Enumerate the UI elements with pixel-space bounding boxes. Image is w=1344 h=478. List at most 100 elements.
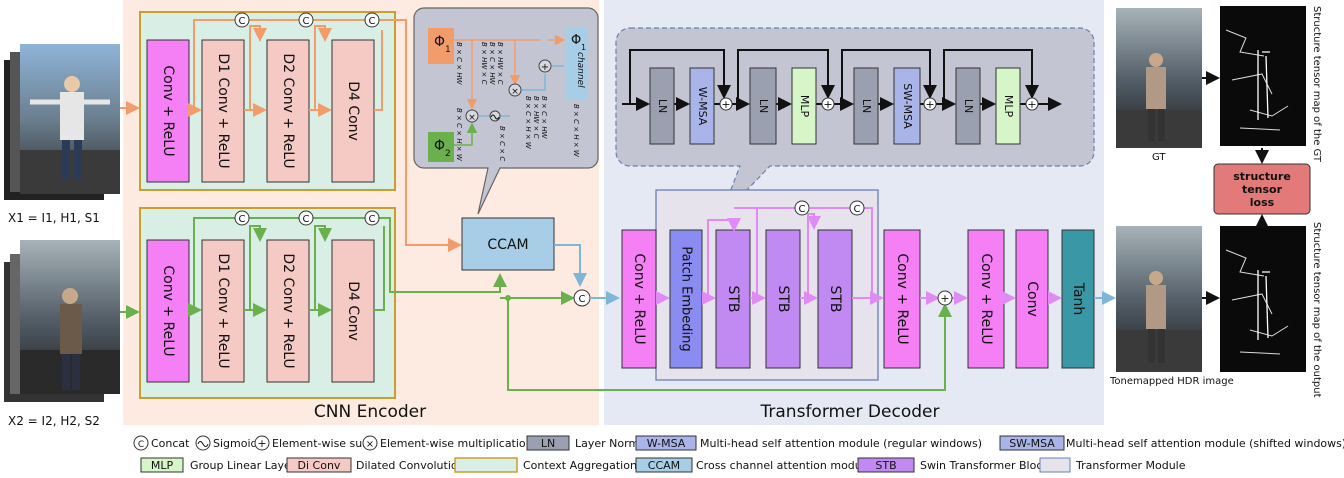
stb-ln-3: LN [860, 99, 873, 113]
legend-ln-swatch [526, 435, 570, 451]
phi1-sub: 1 [445, 45, 451, 55]
legend-ln-box: LN [541, 437, 555, 450]
encoder-top-d2-label: D2 Conv + ReLU [280, 53, 296, 168]
stb-mlp-1: MLP [798, 95, 811, 118]
ccam-detail-bubble [413, 7, 599, 215]
concat-symbol: C [303, 16, 310, 27]
ccam-block [461, 217, 555, 271]
legend-ccam-swatch [635, 457, 693, 473]
concat-symbol: C [369, 16, 376, 27]
decoder-blocks: Conv + ReLU Patch Embeding STB STB STB C… [621, 229, 1095, 369]
legend-swmsa-box: SW-MSA [1009, 437, 1055, 450]
phi-channel-label: Φ [571, 33, 581, 48]
legend-concat: Concat [151, 437, 190, 450]
patch-embedding: Patch Embeding [679, 246, 694, 351]
decoder-title: Transformer Decoder [760, 402, 940, 422]
stb-ln-2: LN [757, 99, 770, 113]
phi1-label: Φ [434, 34, 445, 50]
encoder-top-concats: C C C [234, 12, 380, 28]
legend-sum: Element-wise sum [272, 437, 373, 450]
ccam-out-arrow [554, 244, 587, 287]
phi2-sub: 2 [445, 149, 451, 159]
legend-stb-box: STB [875, 459, 896, 472]
mult-symbol: × [468, 113, 476, 123]
stb-swmsa: SW-MSA [901, 83, 914, 129]
tonemapped-label: Tonemapped HDR image [1109, 376, 1234, 387]
decoder-conv: Conv [1024, 281, 1040, 317]
phi-channel-sup: channel [575, 52, 585, 88]
decoder-concat-1 [794, 200, 810, 216]
ccam-dim: B × C × H × W [455, 108, 463, 162]
decoder-concat-2 [849, 200, 865, 216]
ccam-dim: B × HW × C [532, 96, 540, 139]
encoder-top-d1-label: D1 Conv + ReLU [215, 53, 231, 168]
stb-ln-1: LN [656, 99, 669, 113]
legend-wmsa-box: W-MSA [647, 437, 686, 450]
ccam-dim: B × C × HW [540, 96, 548, 140]
phi2-box [428, 132, 454, 162]
ccam-dim: B × C × C [498, 126, 506, 161]
concat-symbol: C [138, 440, 144, 450]
concat-symbol: C [239, 16, 246, 27]
concat-symbol: C [579, 294, 586, 305]
sum-symbol: + [925, 98, 934, 111]
encoder-bottom-conv-relu-label: Conv + ReLU [160, 265, 176, 356]
legend-mlp-box: MLP [151, 459, 174, 472]
concat-symbol: C [239, 214, 246, 225]
legend-ccam: Cross channel attention module [696, 459, 872, 472]
decoder-arrows [656, 207, 1062, 305]
encoder-top-blocks: Conv + ReLU D1 Conv + ReLU D2 Conv + ReL… [146, 39, 375, 183]
encoder-top-d4 [331, 39, 375, 183]
stb-ln-4: LN [962, 99, 975, 113]
loss-label-3: loss [1250, 196, 1275, 209]
ccam-dim: B × C × H × W [572, 104, 580, 158]
input-image-x2 [4, 240, 120, 402]
legend-ln: Layer Norm [575, 437, 639, 450]
concat-symbol: C [854, 204, 861, 215]
ccam-dim: B × HW × C [480, 42, 488, 85]
encoder-bottom-d4-label: D4 Conv [345, 281, 361, 341]
concat-symbol: C [369, 214, 376, 225]
gt-label: GT [1152, 152, 1166, 163]
legend-wmsa: Multi-head self attention module (regula… [700, 437, 982, 450]
stb-3: STB [827, 285, 843, 312]
encoder-bottom-concats: C C C [234, 210, 511, 301]
loss-label-2: tensor [1242, 183, 1283, 196]
encoder-bottom-d1-label: D1 Conv + ReLU [215, 253, 231, 368]
legend-concat-icon [133, 435, 149, 451]
legend-mlp: Group Linear Layer [190, 459, 296, 472]
sum-symbol: + [940, 292, 949, 305]
decoder-sum [937, 290, 953, 306]
input-image-x1 [4, 44, 120, 200]
legend: C Concat Sigmoid + Element-wise sum × El… [133, 435, 1344, 473]
legend-swmsa-swatch [999, 435, 1065, 451]
stb-wmsa: W-MSA [696, 87, 709, 126]
x2-label: X2 = I2, H2, S2 [8, 414, 100, 428]
decoder-conv-relu-1: Conv + ReLU [631, 253, 647, 344]
concat-symbol: C [799, 204, 806, 215]
sum-symbol: + [823, 98, 832, 111]
ccam-dim: B × C × HW [455, 42, 463, 86]
mult-symbol: × [511, 87, 519, 97]
legend-tm-swatch [1039, 457, 1071, 473]
encoder-bottom-d2-label: D2 Conv + ReLU [280, 253, 296, 368]
legend-stb-swatch [857, 457, 915, 473]
legend-diconv-swatch [286, 457, 352, 473]
loss-label-1: structure [1233, 170, 1291, 183]
tensor-out-label: Structure tensor map of the output [1311, 222, 1322, 398]
tanh-block: Tanh [1070, 282, 1086, 316]
phi1-box [428, 28, 454, 64]
sum-symbol: + [1027, 98, 1036, 111]
phi-channel-box [566, 28, 588, 100]
legend-mlp-swatch [140, 457, 184, 473]
stb-1: STB [725, 285, 741, 312]
ccam-dim: B × C × HW [488, 42, 496, 86]
legend-ccam-box: CCAM [648, 459, 680, 472]
tensor-gt-label: Structure tensor map of the GT [1311, 6, 1322, 163]
ccam-detail: Φ 1 Φ 2 Φ channel 1 × × + B × C [428, 28, 588, 162]
decoder-conv-relu-3: Conv + ReLU [978, 253, 994, 344]
tensor-map-gt [1220, 6, 1306, 146]
tonemapped-image [1116, 226, 1202, 372]
legend-can-swatch [454, 457, 518, 473]
